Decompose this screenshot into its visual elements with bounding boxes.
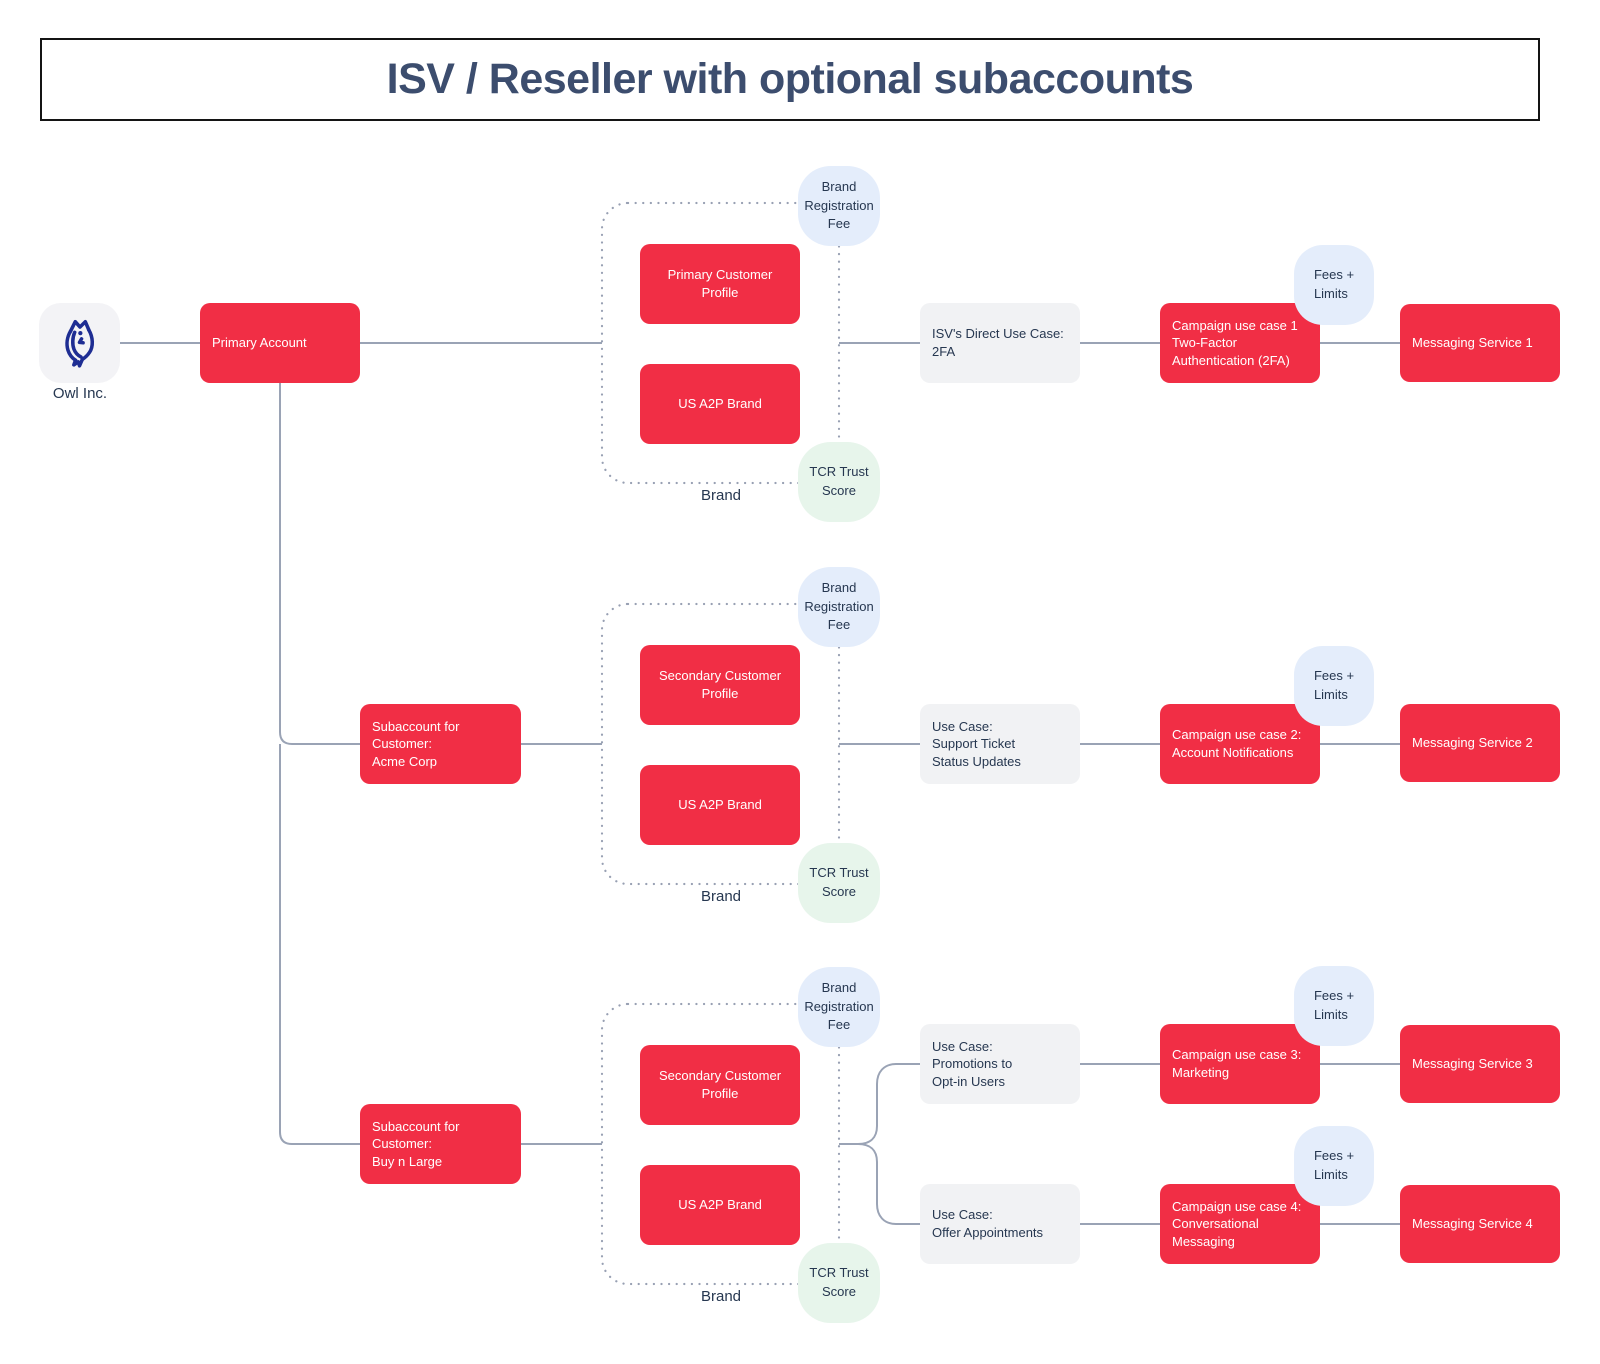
brand-registration-fee-label: Brand Registration Fee	[804, 979, 874, 1033]
a2p-brand-node: US A2P Brand	[640, 364, 800, 444]
primary-account-node: Primary Account	[200, 303, 360, 383]
owl-icon	[64, 319, 94, 368]
use-case-node: Use Case: Offer Appointments	[920, 1184, 1080, 1264]
messaging-service-node: Messaging Service 4	[1400, 1185, 1560, 1263]
messaging-service-label: Messaging Service 1	[1412, 335, 1533, 351]
messaging-service-node: Messaging Service 3	[1400, 1025, 1560, 1103]
brand-registration-fee-label: Brand Registration Fee	[804, 178, 874, 232]
customer-profile-label: Secondary Customer Profile	[658, 1068, 782, 1101]
tcr-trust-score-label: TCR Trust Score	[809, 865, 869, 899]
fees-limits-label: Fees + Limits	[1313, 988, 1355, 1022]
tcr-trust-score-badge: TCR Trust Score	[798, 442, 880, 522]
customer-profile-node: Secondary Customer Profile	[640, 645, 800, 725]
campaign-label: Campaign use case 4: Conversational Mess…	[1172, 1198, 1302, 1249]
tcr-trust-score-badge: TCR Trust Score	[798, 1243, 880, 1323]
tcr-trust-score-badge: TCR Trust Score	[798, 843, 880, 923]
campaign-label: Campaign use case 1 Two-Factor Authentic…	[1172, 317, 1298, 368]
use-case-node: Use Case: Promotions to Opt-in Users	[920, 1024, 1080, 1104]
primary-account-label: Primary Account	[212, 335, 307, 351]
a2p-brand-label: US A2P Brand	[678, 396, 762, 412]
use-case-label: Use Case: Support Ticket Status Updates	[932, 718, 1021, 769]
use-case-node: Use Case: Support Ticket Status Updates	[920, 704, 1080, 784]
fees-limits-badge: Fees + Limits	[1294, 646, 1374, 726]
brand-registration-fee-badge: Brand Registration Fee	[798, 567, 880, 647]
messaging-service-label: Messaging Service 4	[1412, 1216, 1533, 1232]
tcr-trust-score-label: TCR Trust Score	[809, 1265, 869, 1299]
use-case-label: Use Case: Promotions to Opt-in Users	[932, 1038, 1013, 1089]
campaign-node: Campaign use case 2: Account Notificatio…	[1160, 704, 1320, 784]
brand-registration-fee-badge: Brand Registration Fee	[798, 967, 880, 1047]
campaign-node: Campaign use case 4: Conversational Mess…	[1160, 1184, 1320, 1264]
fees-limits-label: Fees + Limits	[1313, 1148, 1355, 1182]
brand-registration-fee-label: Brand Registration Fee	[804, 579, 874, 633]
brand-registration-fee-badge: Brand Registration Fee	[798, 166, 880, 246]
title-box: ISV / Reseller with optional subaccounts	[40, 38, 1540, 121]
fees-limits-label: Fees + Limits	[1313, 267, 1355, 301]
connector-trunk-lower	[279, 744, 360, 1145]
messaging-service-label: Messaging Service 3	[1412, 1056, 1533, 1072]
subaccount-label: Subaccount for Customer: Acme Corp	[372, 718, 460, 769]
company-label: Owl Inc.	[52, 385, 108, 402]
a2p-brand-label: US A2P Brand	[678, 797, 762, 813]
a2p-brand-label: US A2P Brand	[678, 1197, 762, 1213]
brand-caption: Brand	[700, 1288, 742, 1305]
brand-caption: Brand	[700, 487, 742, 504]
tcr-trust-score-label: TCR Trust Score	[809, 464, 869, 498]
messaging-service-label: Messaging Service 2	[1412, 735, 1533, 751]
company-logo-tile	[39, 303, 120, 383]
fees-limits-label: Fees + Limits	[1313, 668, 1355, 702]
page-title: ISV / Reseller with optional subaccounts	[386, 55, 1194, 103]
customer-profile-label: Primary Customer Profile	[667, 267, 773, 300]
connector-brand3-fork-up	[839, 1063, 920, 1145]
a2p-brand-node: US A2P Brand	[640, 765, 800, 845]
subaccount-node-buy-n-large: Subaccount for Customer: Buy n Large	[360, 1104, 521, 1184]
campaign-node: Campaign use case 3: Marketing	[1160, 1024, 1320, 1104]
subaccount-label: Subaccount for Customer: Buy n Large	[372, 1118, 460, 1169]
connector-brand3-fork-down	[857, 1143, 920, 1225]
campaign-node: Campaign use case 1 Two-Factor Authentic…	[1160, 303, 1320, 383]
messaging-service-node: Messaging Service 1	[1400, 304, 1560, 382]
use-case-label: ISV's Direct Use Case: 2FA	[932, 326, 1064, 359]
campaign-label: Campaign use case 2: Account Notificatio…	[1172, 727, 1302, 760]
messaging-service-node: Messaging Service 2	[1400, 704, 1560, 782]
customer-profile-label: Secondary Customer Profile	[658, 668, 782, 701]
customer-profile-node: Primary Customer Profile	[640, 244, 800, 324]
fees-limits-badge: Fees + Limits	[1294, 245, 1374, 325]
use-case-label: Use Case: Offer Appointments	[932, 1207, 1044, 1240]
customer-profile-node: Secondary Customer Profile	[640, 1045, 800, 1125]
use-case-node: ISV's Direct Use Case: 2FA	[920, 303, 1080, 383]
connector-trunk	[279, 383, 360, 745]
campaign-label: Campaign use case 3: Marketing	[1172, 1047, 1302, 1080]
subaccount-node-acme: Subaccount for Customer: Acme Corp	[360, 704, 521, 784]
brand-caption: Brand	[700, 888, 742, 905]
fees-limits-badge: Fees + Limits	[1294, 966, 1374, 1046]
fees-limits-badge: Fees + Limits	[1294, 1126, 1374, 1206]
a2p-brand-node: US A2P Brand	[640, 1165, 800, 1245]
